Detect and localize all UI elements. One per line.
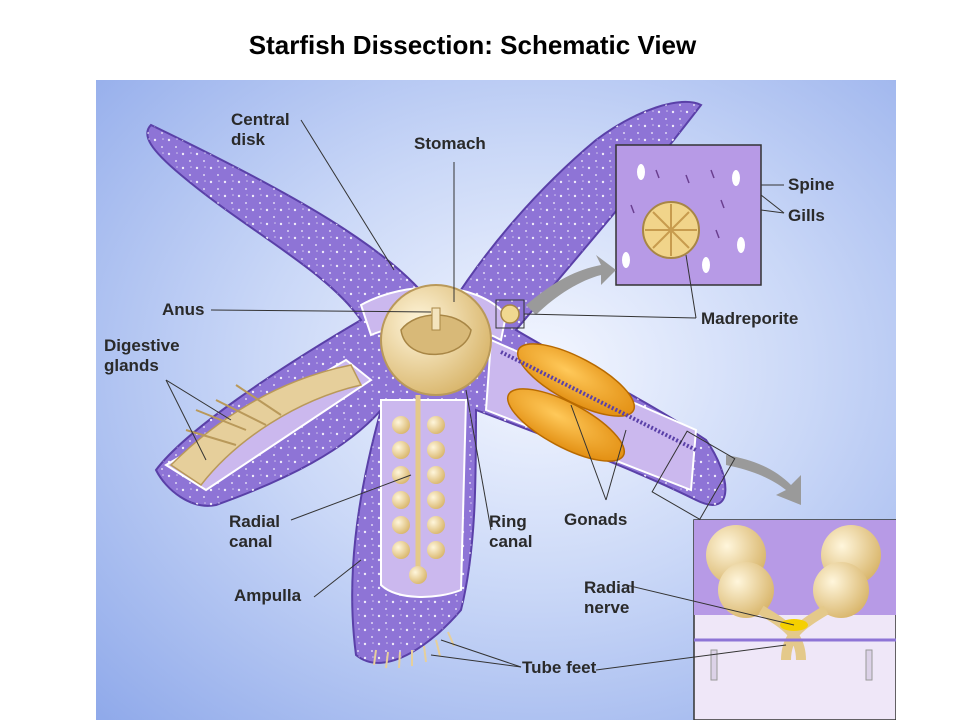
inset-spine-gills (615, 144, 762, 286)
label-spine: Spine (788, 175, 835, 194)
label-digestive-glands: Digestive glands (104, 336, 180, 375)
inset-arrow-bottom (726, 455, 801, 505)
label-anus: Anus (162, 300, 205, 319)
gonads (500, 343, 697, 462)
stomach (380, 284, 492, 396)
ampullae (392, 416, 445, 584)
inset-arrow-top (526, 255, 616, 315)
radial-canal-arm (392, 395, 445, 584)
label-ampulla: Ampulla (234, 586, 302, 605)
label-central-disk: Central disk (231, 110, 290, 149)
starfish-diagram: Central disk Stomach Spine Gills Anus Ma… (96, 80, 896, 720)
leader-lines (165, 119, 795, 671)
tube-feet (373, 631, 455, 669)
label-stomach: Stomach (414, 134, 486, 153)
label-madreporite: Madreporite (701, 309, 799, 328)
digestive-glands (169, 364, 363, 487)
page-title: Starfish Dissection: Schematic View (248, 30, 697, 60)
starfish-illustration (146, 100, 896, 720)
label-gills: Gills (788, 206, 825, 225)
label-gonads: Gonads (564, 510, 628, 529)
arm-tip-highlight-box (651, 430, 736, 520)
label-ring-canal: Ring canal (489, 512, 533, 551)
label-radial-nerve: Radial nerve (584, 578, 636, 617)
label-tube-feet: Tube feet (522, 658, 597, 677)
madreporite-small (500, 304, 520, 324)
inset-radial-nerve (693, 519, 896, 720)
label-radial-canal: Radial canal (229, 512, 281, 551)
